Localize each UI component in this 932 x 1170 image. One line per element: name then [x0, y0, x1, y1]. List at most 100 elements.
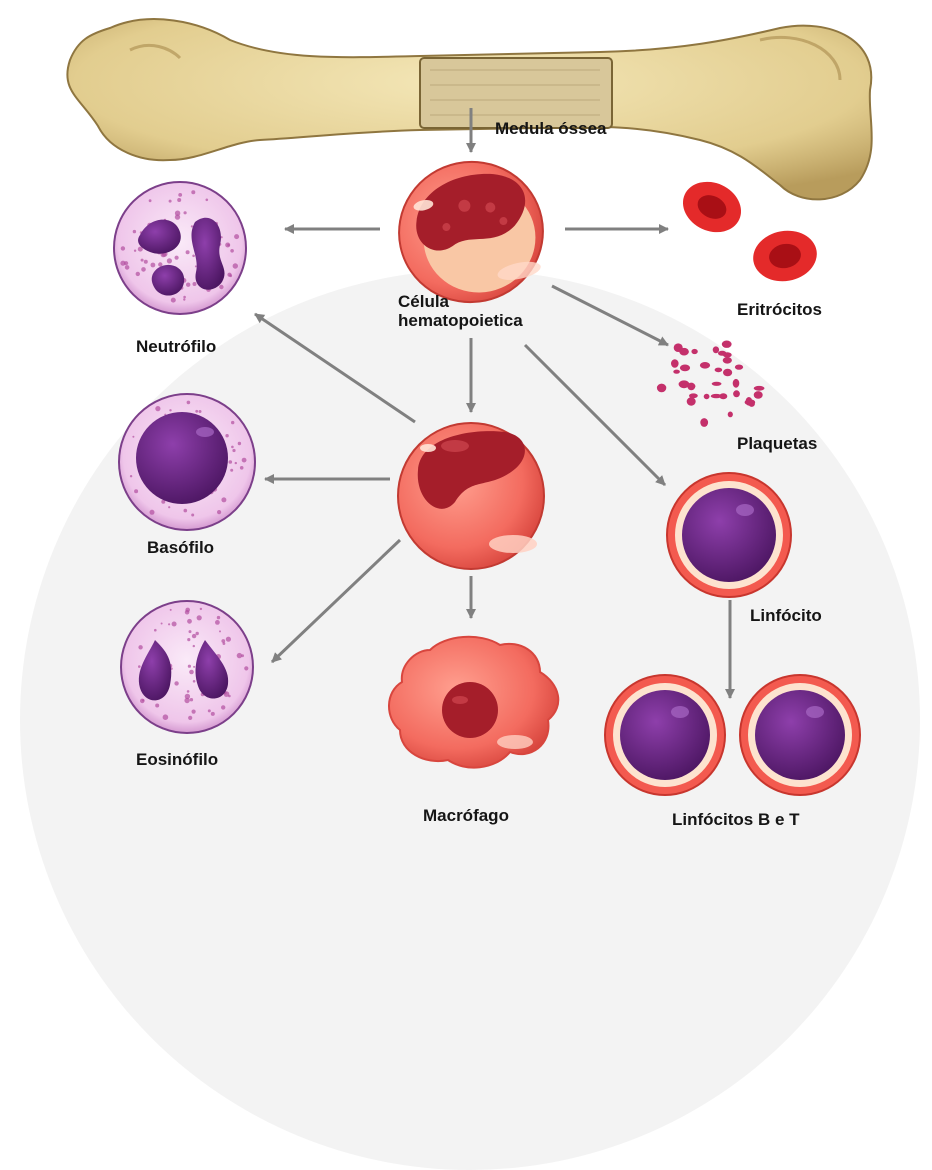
platelet: [719, 393, 727, 399]
granule: [232, 449, 235, 452]
granule: [175, 256, 179, 260]
platelet: [749, 401, 755, 407]
granule: [155, 406, 160, 411]
granule: [184, 509, 188, 513]
granule: [187, 401, 191, 405]
granule: [193, 666, 195, 668]
platelet: [722, 341, 732, 348]
granule: [169, 200, 172, 203]
hematopoiesis-diagram: [0, 0, 932, 829]
granule: [199, 410, 202, 413]
lymphocyte: [667, 473, 791, 597]
granule: [188, 665, 191, 668]
granule: [197, 615, 202, 620]
granule: [184, 211, 187, 214]
platelet: [728, 412, 733, 418]
granule: [184, 698, 189, 703]
label-basofilo: Basófilo: [147, 538, 214, 557]
granule: [138, 645, 142, 649]
granule: [193, 680, 196, 683]
platelet: [673, 370, 680, 374]
hematopoietic-stem-cell: [386, 149, 556, 316]
label-celula-line2: hematopoietica: [378, 311, 568, 330]
granule: [192, 634, 196, 638]
platelet: [680, 365, 690, 372]
granule: [121, 246, 125, 250]
granule: [221, 639, 225, 643]
granule: [241, 654, 244, 657]
granule: [191, 190, 195, 194]
granule: [231, 421, 234, 424]
granule: [221, 497, 226, 502]
granule: [219, 630, 221, 632]
granule: [178, 193, 182, 197]
granule: [233, 263, 238, 268]
granule: [211, 712, 215, 716]
granule: [242, 458, 247, 463]
erythrocyte: [675, 173, 750, 242]
platelet: [754, 391, 763, 399]
granule: [191, 225, 193, 227]
platelet: [687, 397, 696, 405]
platelet: [679, 348, 689, 356]
granule: [226, 637, 231, 642]
granule: [221, 705, 225, 709]
granule: [215, 620, 220, 625]
platelet: [700, 362, 710, 369]
granule: [138, 665, 141, 668]
label-celula-line1: Célula: [378, 292, 568, 311]
granule: [196, 632, 199, 635]
granule: [189, 630, 192, 633]
granule: [150, 510, 155, 515]
label-linfocito: Linfócito: [750, 606, 822, 625]
platelet: [691, 349, 697, 354]
granule: [161, 623, 163, 625]
granule: [183, 298, 185, 300]
granule: [170, 609, 172, 611]
granule: [141, 267, 146, 272]
platelet: [657, 384, 666, 393]
eosinophil: [121, 601, 253, 733]
granule: [169, 409, 171, 411]
granule: [134, 250, 136, 252]
granule: [151, 263, 156, 268]
platelets: [657, 341, 765, 427]
granule: [144, 260, 148, 264]
granule: [125, 265, 130, 270]
granule: [229, 274, 232, 277]
platelet: [754, 386, 765, 391]
granule: [183, 296, 186, 299]
granule: [192, 255, 195, 258]
granule: [171, 298, 176, 303]
granule: [188, 716, 192, 720]
platelet: [671, 359, 679, 368]
platelet: [704, 394, 710, 399]
granule: [244, 666, 248, 670]
granule: [186, 283, 190, 287]
granule: [206, 199, 209, 202]
granule: [195, 410, 198, 413]
granule: [163, 714, 169, 720]
granule: [136, 272, 140, 276]
platelet: [723, 357, 732, 364]
granule: [149, 199, 152, 202]
granule: [130, 475, 132, 477]
platelet: [733, 379, 740, 388]
granule: [238, 442, 241, 445]
neutrophil: [114, 182, 246, 314]
granule: [195, 265, 197, 267]
label-celula-hematopoietica: Célula hematopoietica: [378, 292, 568, 330]
granule: [174, 681, 178, 685]
granule: [189, 670, 194, 675]
granule: [140, 699, 145, 704]
granule: [235, 462, 237, 464]
granule: [167, 258, 172, 263]
platelet: [712, 382, 722, 386]
granule: [225, 434, 228, 437]
arrow-myeloid-to-neutrophil: [255, 314, 415, 422]
myeloid-progenitor-cell: [398, 423, 544, 569]
granule: [134, 489, 138, 493]
basophil: [119, 394, 255, 530]
granule: [187, 638, 190, 641]
platelet: [689, 393, 698, 398]
